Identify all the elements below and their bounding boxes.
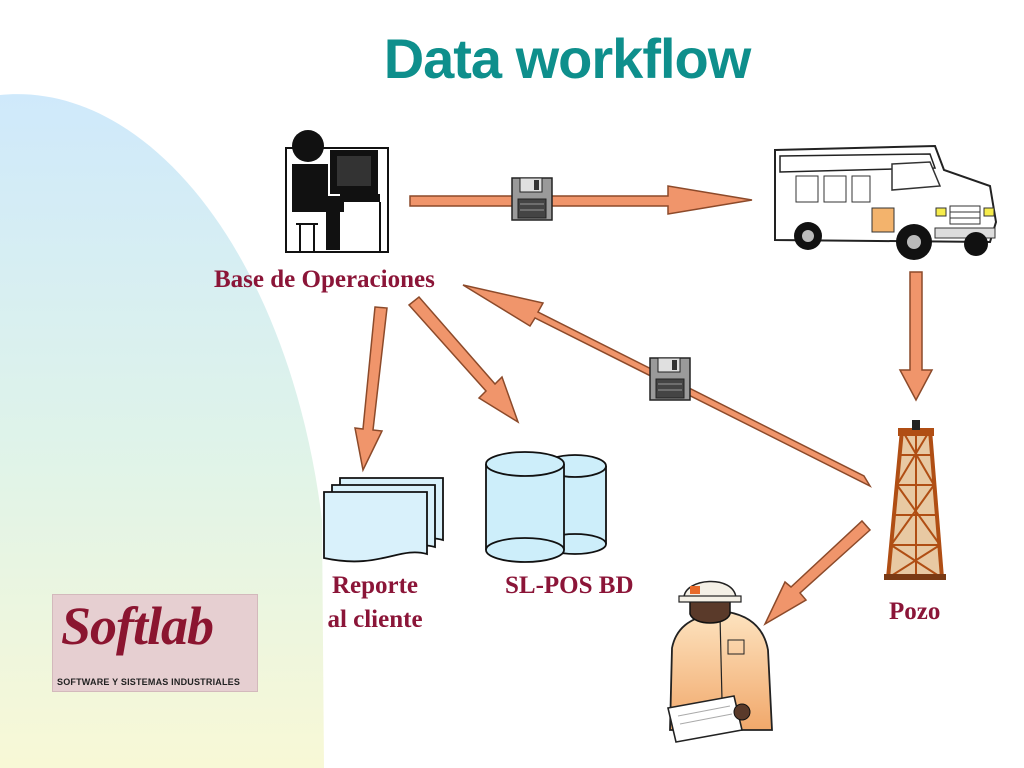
slide-title: Data workflow xyxy=(383,27,752,90)
database-cylinders-icon xyxy=(485,451,607,563)
logging-truck-icon xyxy=(774,144,998,260)
well-label: Pozo xyxy=(889,598,941,625)
arrow-base-to-database xyxy=(407,295,520,424)
softlab-logo: Softlab SOFTWARE Y SISTEMAS INDUSTRIALES xyxy=(52,594,258,692)
floppy-disk-icon xyxy=(649,357,691,401)
arrow-well-to-engineer xyxy=(763,519,872,626)
database-label: SL-POS BD xyxy=(505,572,634,599)
arrow-well-to-base xyxy=(462,284,872,488)
logo-tagline: SOFTWARE Y SISTEMAS INDUSTRIALES xyxy=(57,677,241,687)
base-operations-label: Base de Operaciones xyxy=(214,266,435,293)
field-engineer-icon xyxy=(667,580,773,743)
report-label-line2: al cliente xyxy=(327,606,423,633)
oil-derrick-icon xyxy=(884,420,946,580)
report-label-line1: Reporte xyxy=(331,572,419,599)
report-documents-icon xyxy=(323,477,444,563)
arrow-base-to-truck xyxy=(409,185,753,215)
arrow-truck-to-well xyxy=(898,271,934,402)
floppy-disk-icon xyxy=(511,177,553,221)
arrow-base-to-report xyxy=(354,306,388,473)
logo-wordmark: Softlab xyxy=(61,596,214,656)
operator-computer-icon xyxy=(285,130,389,253)
